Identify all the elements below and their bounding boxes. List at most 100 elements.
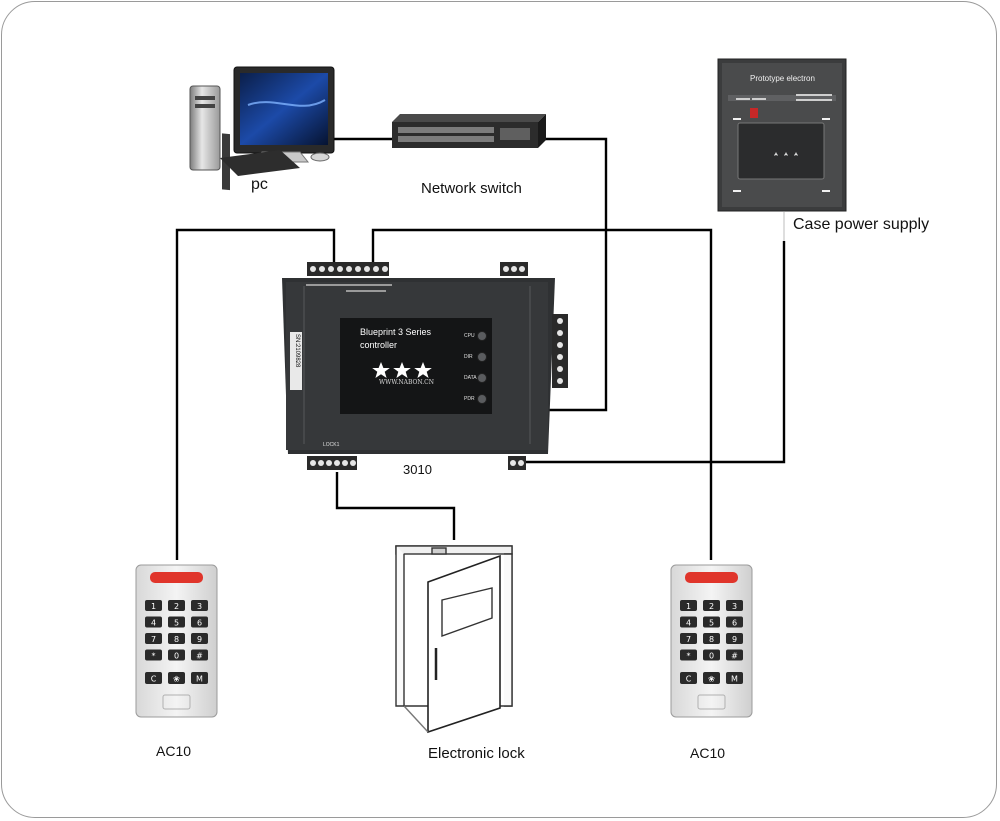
keypad-key-label: 5 — [709, 619, 714, 628]
keypad-key-label: 7 — [151, 635, 156, 644]
keypad-key-label: 4 — [686, 619, 691, 628]
keypad-key-label: 3 — [197, 602, 202, 611]
controller-stars — [372, 362, 432, 378]
controller-serial: SN:2109828 — [294, 334, 300, 368]
wire-power — [523, 241, 786, 464]
reader-led — [150, 572, 203, 583]
keypad-key — [726, 672, 743, 684]
keypad-key — [191, 649, 208, 661]
keypad-key-label: 8 — [709, 635, 714, 644]
reader-left-icon: 1 2 3 4 5 6 7 8 9 * 0 # C ❀ M — [135, 564, 218, 718]
keypad-key-label: 9 — [732, 635, 737, 644]
keypad-key-label: # — [196, 652, 203, 661]
keypad-key — [680, 600, 697, 611]
keypad-key-label: * — [152, 652, 156, 661]
keypad-key-label: M — [731, 675, 738, 684]
keypad-key-label: ❀ — [708, 675, 715, 684]
keypad-key — [191, 672, 208, 684]
network-switch-label: Network switch — [421, 180, 522, 197]
wire-reader-right — [371, 228, 713, 560]
case-power-supply-label: Case power supply — [793, 216, 930, 233]
reader-window — [697, 694, 726, 710]
keypad-key-label: * — [687, 652, 691, 661]
keypad-key — [703, 672, 720, 684]
keypad-key-label: 6 — [732, 619, 737, 628]
keypad-key — [191, 600, 208, 611]
keypad-key-label: 0 — [709, 652, 714, 661]
lock-port-label: LOCK1 — [323, 442, 340, 448]
keypad-key-label: 4 — [151, 619, 156, 628]
indicator-label-cpu: CPU — [464, 333, 475, 339]
keypad-key-label: 1 — [686, 602, 691, 611]
keypad-key — [191, 633, 208, 644]
keypad-key-label: 3 — [732, 602, 737, 611]
top-terminals — [307, 262, 528, 276]
reader-led — [685, 572, 738, 583]
keypad-key-label: ❀ — [173, 675, 180, 684]
controller-name-line2: controller — [360, 340, 398, 350]
reader-left-label: AC10 — [156, 743, 192, 759]
pc-icon — [189, 66, 335, 191]
indicator-leds — [477, 331, 487, 404]
keypad-key — [168, 672, 185, 684]
keypad-key — [145, 633, 162, 644]
wire-reader-left — [175, 228, 336, 560]
keypad-key-label: 8 — [174, 635, 179, 644]
pc-label: pc — [251, 176, 268, 193]
keypad-key — [680, 672, 697, 684]
power-supply-icon — [717, 58, 847, 212]
keypad-key — [726, 649, 743, 661]
reader-right-label: AC10 — [690, 745, 726, 761]
keypad-key — [145, 649, 162, 661]
indicator-label-pdr: PDR — [464, 396, 475, 402]
keypad-key — [703, 616, 720, 628]
door-icon — [395, 545, 513, 734]
keypad-key — [703, 600, 720, 611]
keypad-key-label: C — [686, 675, 692, 684]
indicator-label-data: DATA — [464, 375, 477, 381]
reader-right-icon: 1 2 3 4 5 6 7 8 9 * 0 # C ❀ M — [670, 564, 753, 718]
keypad-key-label: 6 — [197, 619, 202, 628]
controller-model-label: 3010 — [403, 462, 432, 477]
keypad-key — [726, 633, 743, 644]
keypad-key-label: 1 — [151, 602, 156, 611]
keypad-key — [680, 633, 697, 644]
keypad-key — [168, 616, 185, 628]
keypad-key — [703, 633, 720, 644]
controller-icon — [282, 262, 568, 470]
keypad-key — [145, 600, 162, 611]
keypad-key-label: 2 — [709, 602, 714, 611]
keypad-key — [168, 649, 185, 661]
keypad-key — [168, 600, 185, 611]
keypad-key — [726, 616, 743, 628]
keypad-key — [168, 633, 185, 644]
keypad-key — [680, 649, 697, 661]
keypad-key — [726, 600, 743, 611]
keypad-key — [145, 672, 162, 684]
keypad-key-label: # — [731, 652, 738, 661]
keypad-key-label: 2 — [174, 602, 179, 611]
keypad-key-label: M — [196, 675, 203, 684]
keypad-key-label: 7 — [686, 635, 691, 644]
controller-name-line1: Blueprint 3 Series — [360, 327, 432, 337]
network-switch-icon — [392, 114, 546, 148]
wire-switch-controller — [538, 137, 608, 412]
keypad-key-label: 5 — [174, 619, 179, 628]
controller-website: WWW.NABON.CN — [379, 379, 434, 386]
keypad-key — [191, 616, 208, 628]
electronic-lock-label: Electronic lock — [428, 745, 525, 762]
power-box-title: Prototype electron — [750, 74, 815, 83]
keypad-key-label: C — [151, 675, 157, 684]
indicator-label-dir: DIR — [464, 354, 473, 360]
keypad-key-label: 9 — [197, 635, 202, 644]
keypad-key — [703, 649, 720, 661]
keypad-key — [680, 616, 697, 628]
wire-lock — [335, 472, 456, 540]
wires — [175, 137, 786, 560]
reader-window — [162, 694, 191, 710]
keypad-key — [145, 616, 162, 628]
keypad-key-label: 0 — [174, 652, 179, 661]
